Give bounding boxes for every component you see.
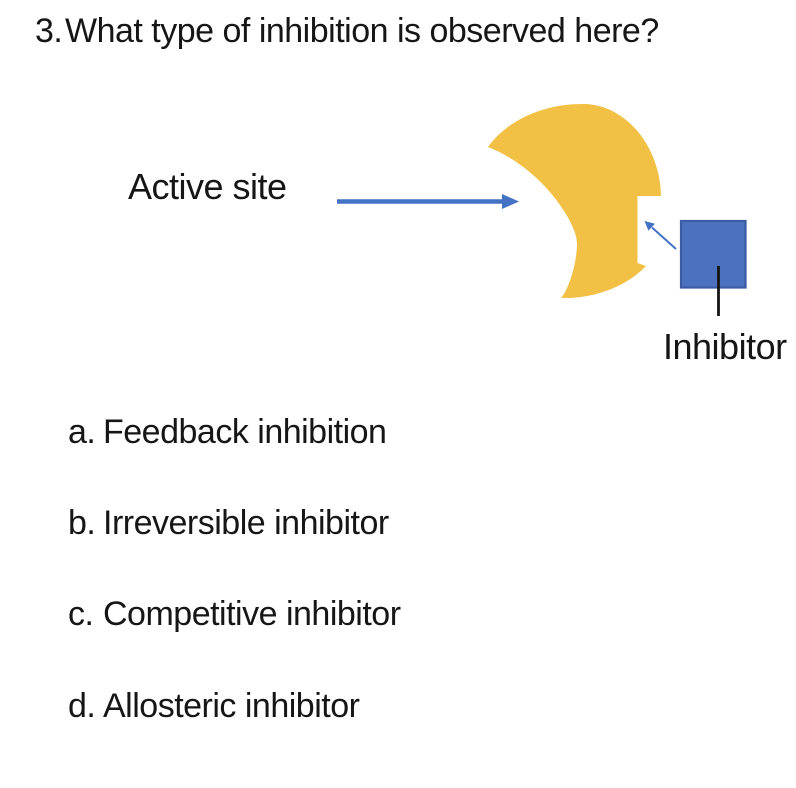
option-label: Allosteric inhibitor	[103, 687, 360, 725]
option-label: Competitive inhibitor	[103, 595, 401, 633]
inhibitor-arrowhead	[644, 221, 655, 231]
inhibitor-arrow-shaft	[651, 226, 677, 250]
active-site-arrowhead	[502, 194, 519, 209]
question-number: 3.	[35, 12, 63, 50]
answer-option-d: d.Allosteric inhibitor	[68, 687, 360, 725]
option-marker: a.	[68, 413, 96, 451]
active-site-arrow-icon	[337, 194, 519, 209]
active-site-label: Active site	[128, 166, 287, 207]
inhibitor-label: Inhibitor	[663, 326, 787, 367]
inhibitor-arrow-icon	[644, 221, 677, 250]
option-marker: b.	[68, 504, 96, 542]
option-marker: c.	[68, 595, 94, 633]
enzyme-shape-icon	[488, 103, 661, 299]
question-title: 3.What type of inhibition is observed he…	[35, 14, 659, 48]
option-label: Feedback inhibition	[103, 413, 387, 451]
option-label: Irreversible inhibitor	[103, 504, 389, 542]
inhibitor-square-icon	[679, 219, 747, 289]
option-marker: d.	[68, 687, 96, 725]
answer-option-b: b.Irreversible inhibitor	[68, 506, 389, 540]
answer-option-a: a.Feedback inhibition	[68, 413, 387, 451]
answer-option-c: c.Competitive inhibitor	[68, 597, 401, 631]
question-text: What type of inhibition is observed here…	[65, 12, 659, 50]
